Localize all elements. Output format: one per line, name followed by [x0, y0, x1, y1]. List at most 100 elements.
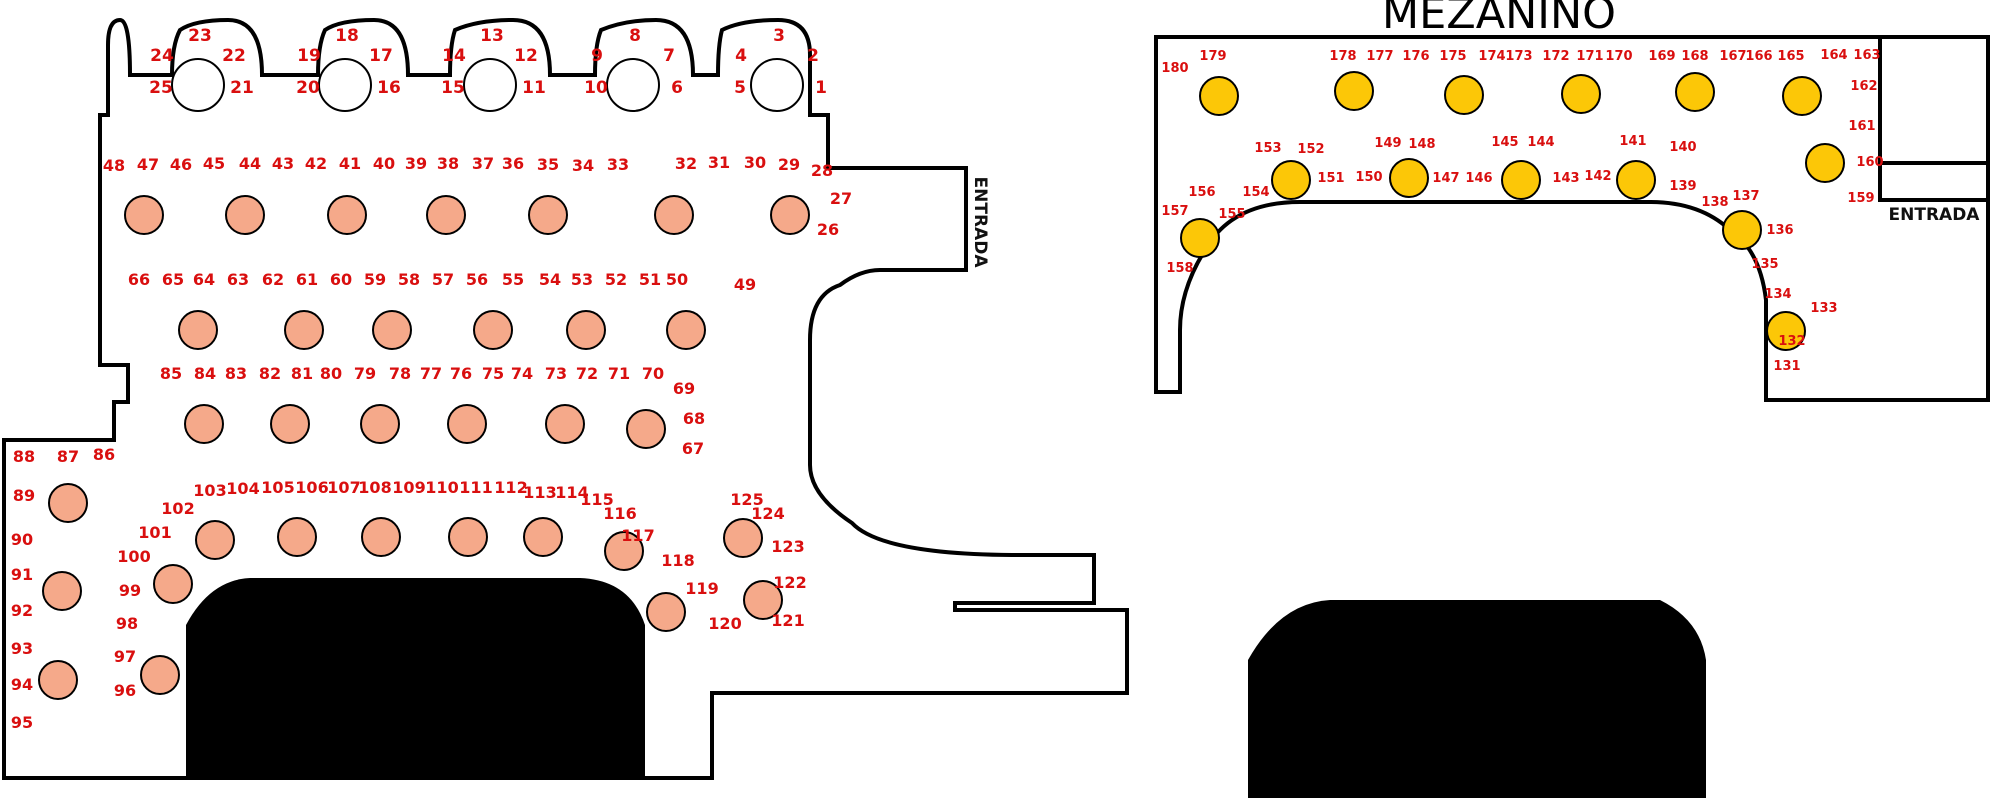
seat-number: 171 [1576, 49, 1603, 64]
seat-number: 176 [1402, 49, 1429, 64]
table[interactable] [38, 660, 78, 700]
seat-number: 177 [1366, 49, 1393, 64]
table[interactable] [1501, 160, 1541, 200]
table[interactable] [195, 520, 235, 560]
seat-number: 52 [605, 270, 627, 289]
seat-number: 26 [817, 220, 839, 239]
table[interactable] [277, 517, 317, 557]
seat-number: 81 [291, 364, 313, 383]
table[interactable] [770, 195, 810, 235]
seat-number: 97 [114, 647, 136, 666]
seat-number: 142 [1584, 169, 1611, 184]
seat-number: 87 [57, 447, 79, 466]
seat-number: 37 [472, 154, 494, 173]
main-floor-entrance-label: ENTRADA [970, 177, 990, 269]
table[interactable] [545, 404, 585, 444]
seat-number: 6 [671, 78, 683, 98]
table[interactable] [646, 592, 686, 632]
booth-table[interactable] [171, 58, 225, 112]
seat-number: 62 [262, 270, 284, 289]
seat-number: 152 [1297, 142, 1324, 157]
seat-number: 85 [160, 364, 182, 383]
table[interactable] [1722, 210, 1762, 250]
table[interactable] [140, 655, 180, 695]
seat-number: 138 [1701, 195, 1728, 210]
table[interactable] [1389, 158, 1429, 198]
table[interactable] [184, 404, 224, 444]
seat-number: 153 [1254, 141, 1281, 156]
table[interactable] [426, 195, 466, 235]
seat-number: 175 [1439, 49, 1466, 64]
table[interactable] [1766, 311, 1806, 351]
seat-number: 141 [1619, 134, 1646, 149]
table[interactable] [447, 404, 487, 444]
booth-table[interactable] [318, 58, 372, 112]
table[interactable] [1199, 76, 1239, 116]
table[interactable] [361, 517, 401, 557]
seat-number: 41 [339, 154, 361, 173]
table[interactable] [723, 518, 763, 558]
table[interactable] [604, 531, 644, 571]
table[interactable] [225, 195, 265, 235]
table[interactable] [473, 310, 513, 350]
seat-labels: 2627282930313233343536373839404142434445… [11, 48, 1884, 732]
table[interactable] [566, 310, 606, 350]
table[interactable] [360, 404, 400, 444]
table[interactable] [1180, 218, 1220, 258]
seat-number: 88 [13, 447, 35, 466]
table[interactable] [626, 409, 666, 449]
table[interactable] [528, 195, 568, 235]
seat-number: 66 [128, 270, 150, 289]
table[interactable] [1444, 75, 1484, 115]
table[interactable] [153, 564, 193, 604]
table[interactable] [284, 310, 324, 350]
seat-number: 53 [571, 270, 593, 289]
seat-number: 164 [1820, 48, 1847, 63]
seat-number: 159 [1847, 191, 1874, 206]
seat-number: 98 [116, 614, 138, 633]
table[interactable] [448, 517, 488, 557]
seat-number: 113 [523, 483, 556, 502]
table[interactable] [1561, 74, 1601, 114]
table[interactable] [1616, 160, 1656, 200]
table[interactable] [178, 310, 218, 350]
seat-number: 22 [222, 46, 246, 66]
seat-number: 49 [734, 275, 756, 294]
table[interactable] [654, 195, 694, 235]
table[interactable] [124, 195, 164, 235]
seat-number: 180 [1161, 61, 1188, 76]
table[interactable] [42, 571, 82, 611]
seat-number: 168 [1681, 49, 1708, 64]
table[interactable] [743, 580, 783, 620]
table[interactable] [1675, 72, 1715, 112]
seat-number: 20 [296, 78, 320, 98]
booth-table[interactable] [606, 58, 660, 112]
seat-number: 76 [450, 364, 472, 383]
seat-number: 38 [437, 154, 459, 173]
booth-table[interactable] [750, 58, 804, 112]
table[interactable] [1334, 71, 1374, 111]
table[interactable] [523, 517, 563, 557]
seat-number: 16 [377, 78, 401, 98]
table[interactable] [1805, 143, 1845, 183]
table[interactable] [372, 310, 412, 350]
seat-number: 27 [830, 189, 852, 208]
table[interactable] [48, 483, 88, 523]
table[interactable] [1782, 76, 1822, 116]
seat-number: 28 [811, 161, 833, 180]
seat-number: 144 [1527, 135, 1554, 150]
seat-number: 45 [203, 154, 225, 173]
seat-number: 110 [425, 478, 458, 497]
seat-number: 132 [1778, 334, 1805, 349]
booth-table[interactable] [463, 58, 517, 112]
seat-number: 67 [682, 439, 704, 458]
table[interactable] [666, 310, 706, 350]
seat-number: 3 [773, 26, 785, 46]
seat-number: 148 [1408, 137, 1435, 152]
seat-number: 143 [1552, 171, 1579, 186]
table[interactable] [1271, 160, 1311, 200]
table[interactable] [270, 404, 310, 444]
seat-number: 160 [1856, 155, 1883, 170]
seat-number: 118 [661, 551, 694, 570]
table[interactable] [327, 195, 367, 235]
